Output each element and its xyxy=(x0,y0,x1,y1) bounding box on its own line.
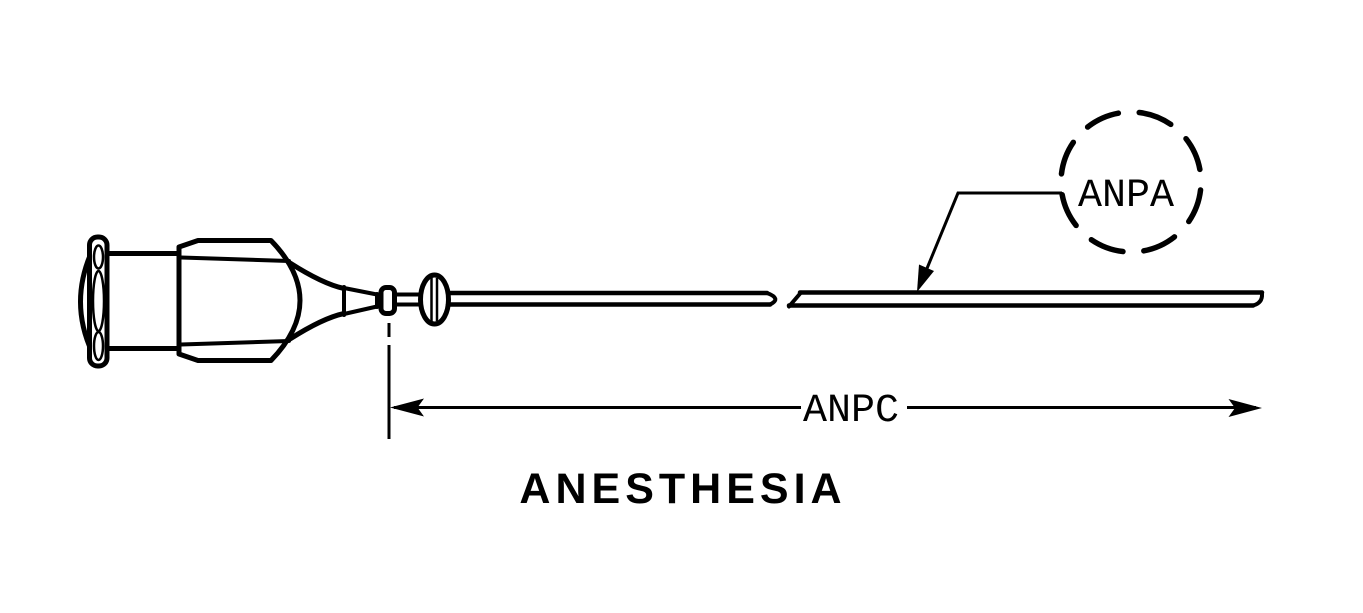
dimension-arrowhead-left xyxy=(390,398,424,417)
hub-barrel-facet-top xyxy=(179,255,291,263)
hub-cone-top xyxy=(342,286,379,297)
hub-bead xyxy=(418,272,451,327)
hub-funnel-top-curve xyxy=(287,260,347,291)
callout-leader-arrowhead xyxy=(917,264,934,292)
hub-collar xyxy=(378,285,397,316)
anpa-callout: ANPA xyxy=(917,109,1204,292)
shaft-tip-bevel xyxy=(1251,292,1265,308)
dimension-arrowhead-right xyxy=(1228,399,1262,417)
callout-label: ANPA xyxy=(1078,174,1174,219)
hub-cone-bottom xyxy=(342,304,379,316)
needle-shaft xyxy=(445,290,1265,309)
hub-bead-seam-lines xyxy=(430,277,439,322)
anpc-dimension: ANPC xyxy=(387,323,1262,439)
hub-funnel-bottom-curve xyxy=(287,311,347,342)
figure-title: ANESTHESIA xyxy=(519,465,846,513)
shaft-segment1-break-cap xyxy=(765,291,778,307)
hub-flange-lens-bottom xyxy=(92,330,105,362)
hub-barrel xyxy=(176,238,303,363)
needle-hub xyxy=(78,234,451,369)
hub-shaft-lines xyxy=(393,292,423,307)
callout-leader-line xyxy=(919,191,1062,284)
dimension-label: ANPC xyxy=(803,389,899,434)
hub-flange-lens-top xyxy=(92,244,105,270)
hub-barrel-facet-bottom xyxy=(179,339,291,347)
hub-flange-body xyxy=(87,234,110,369)
